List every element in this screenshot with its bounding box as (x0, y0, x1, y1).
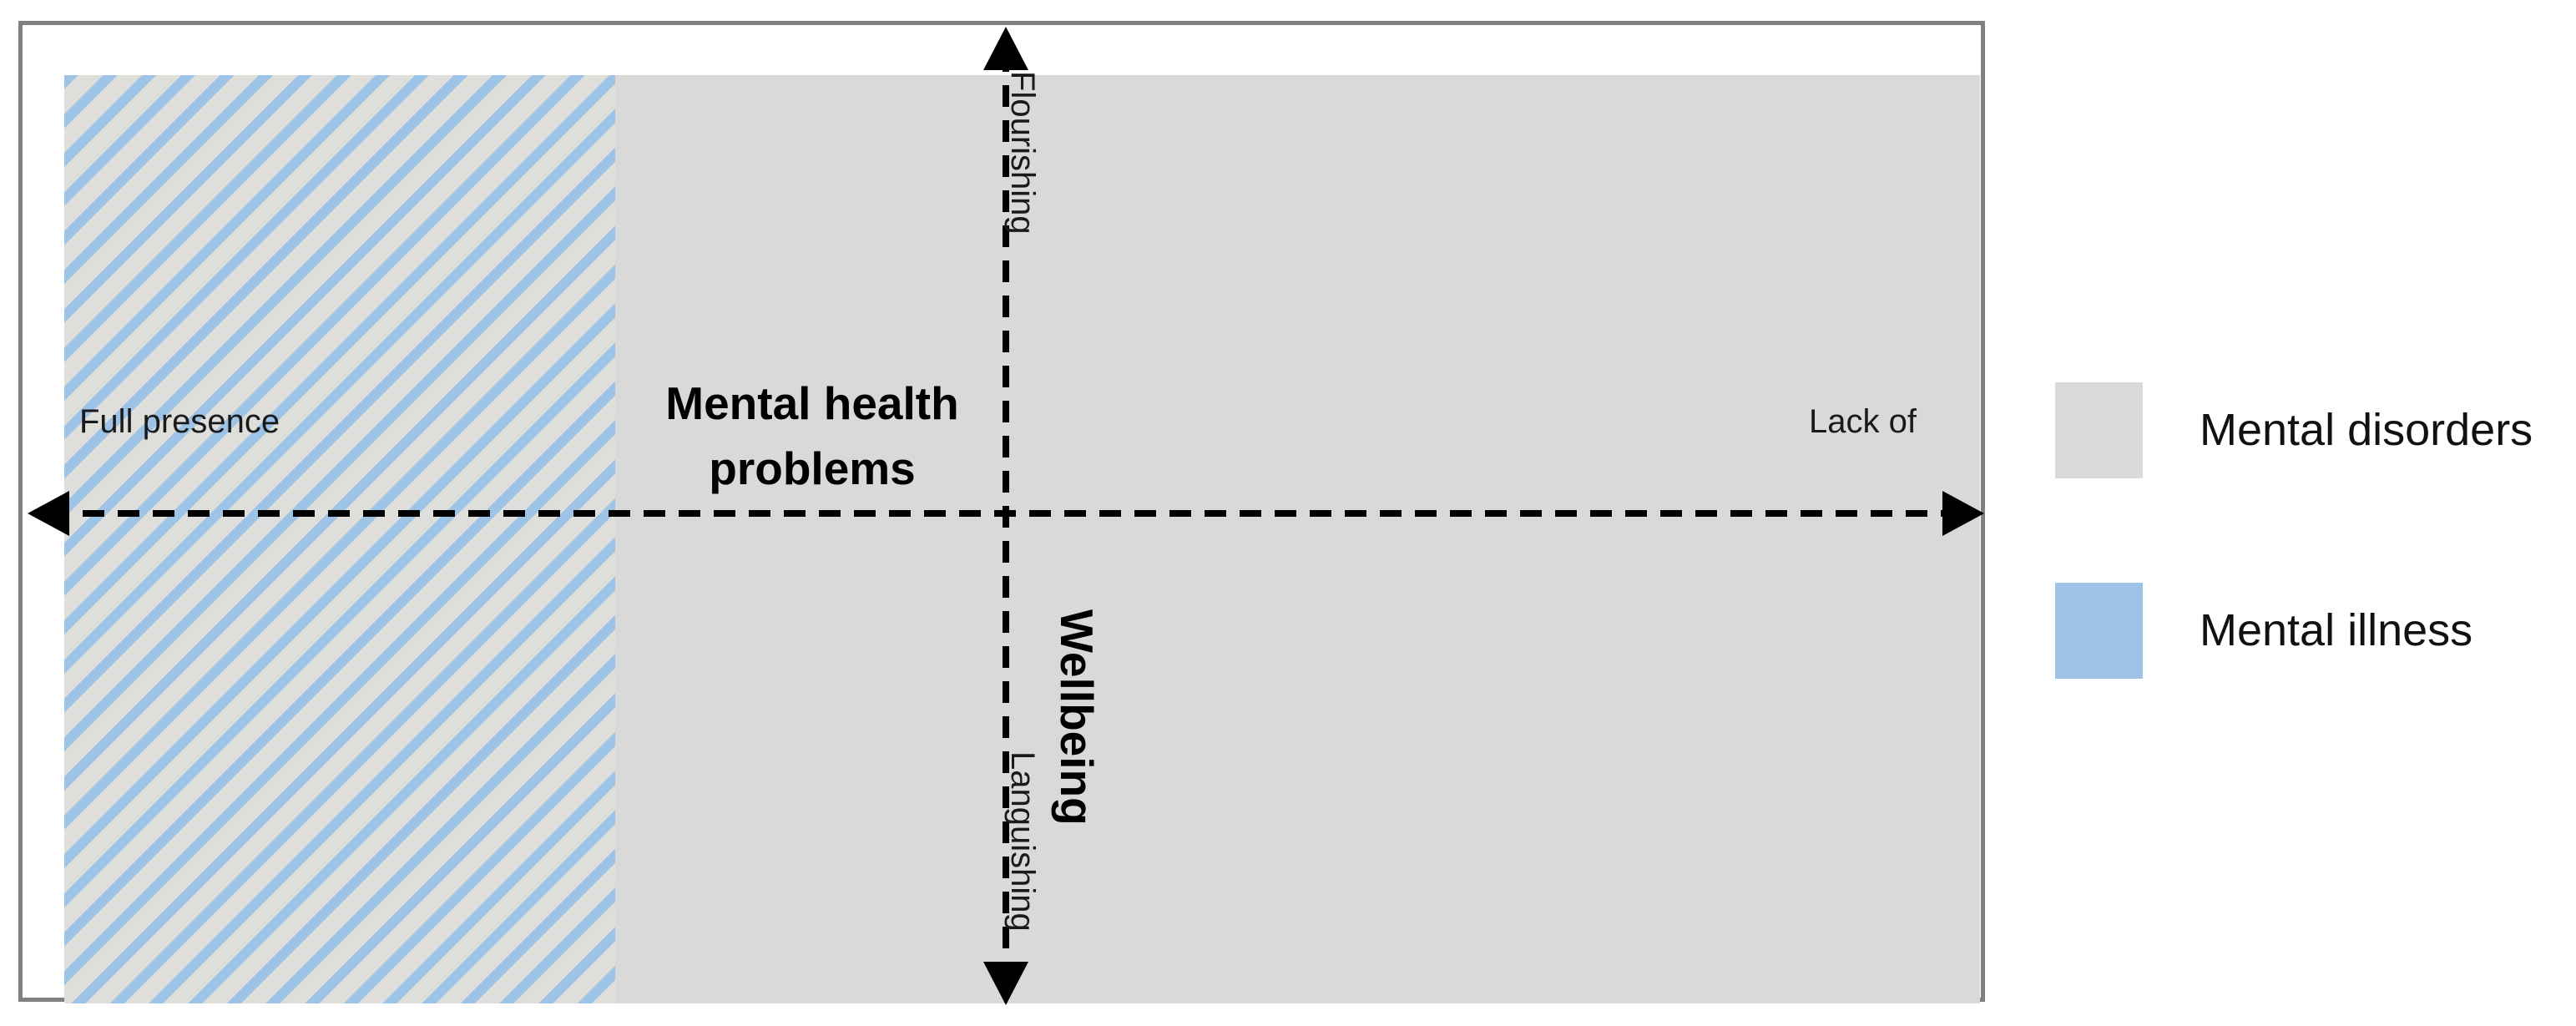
legend: Mental disorders Mental illness (2055, 380, 2556, 680)
horizontal-axis-left-arrow (28, 491, 69, 536)
vertical-axis-title: Wellbeing (1051, 609, 1103, 826)
legend-swatch-mental-disorders (2055, 382, 2143, 478)
axis-label-flourishing: Flourishing (1004, 71, 1041, 235)
horizontal-axis-title: Mental health problems (665, 377, 959, 495)
mental-illness-region (64, 75, 615, 1003)
vertical-axis-top-arrow (983, 27, 1028, 70)
axis-label-lack-of: Lack of (1809, 403, 1917, 440)
axis-label-full-presence: Full presence (79, 403, 280, 440)
figure-frame: Full presence Lack of Flourishing Langui… (18, 21, 1985, 1005)
legend-label-mental-illness: Mental illness (2200, 605, 2473, 655)
legend-item-mental-illness: Mental illness (2055, 580, 2556, 680)
legend-swatch-mental-illness (2055, 582, 2143, 679)
axis-label-languishing: Languishing (1004, 751, 1041, 932)
legend-label-mental-disorders: Mental disorders (2200, 405, 2533, 455)
legend-item-mental-disorders: Mental disorders (2055, 380, 2556, 480)
